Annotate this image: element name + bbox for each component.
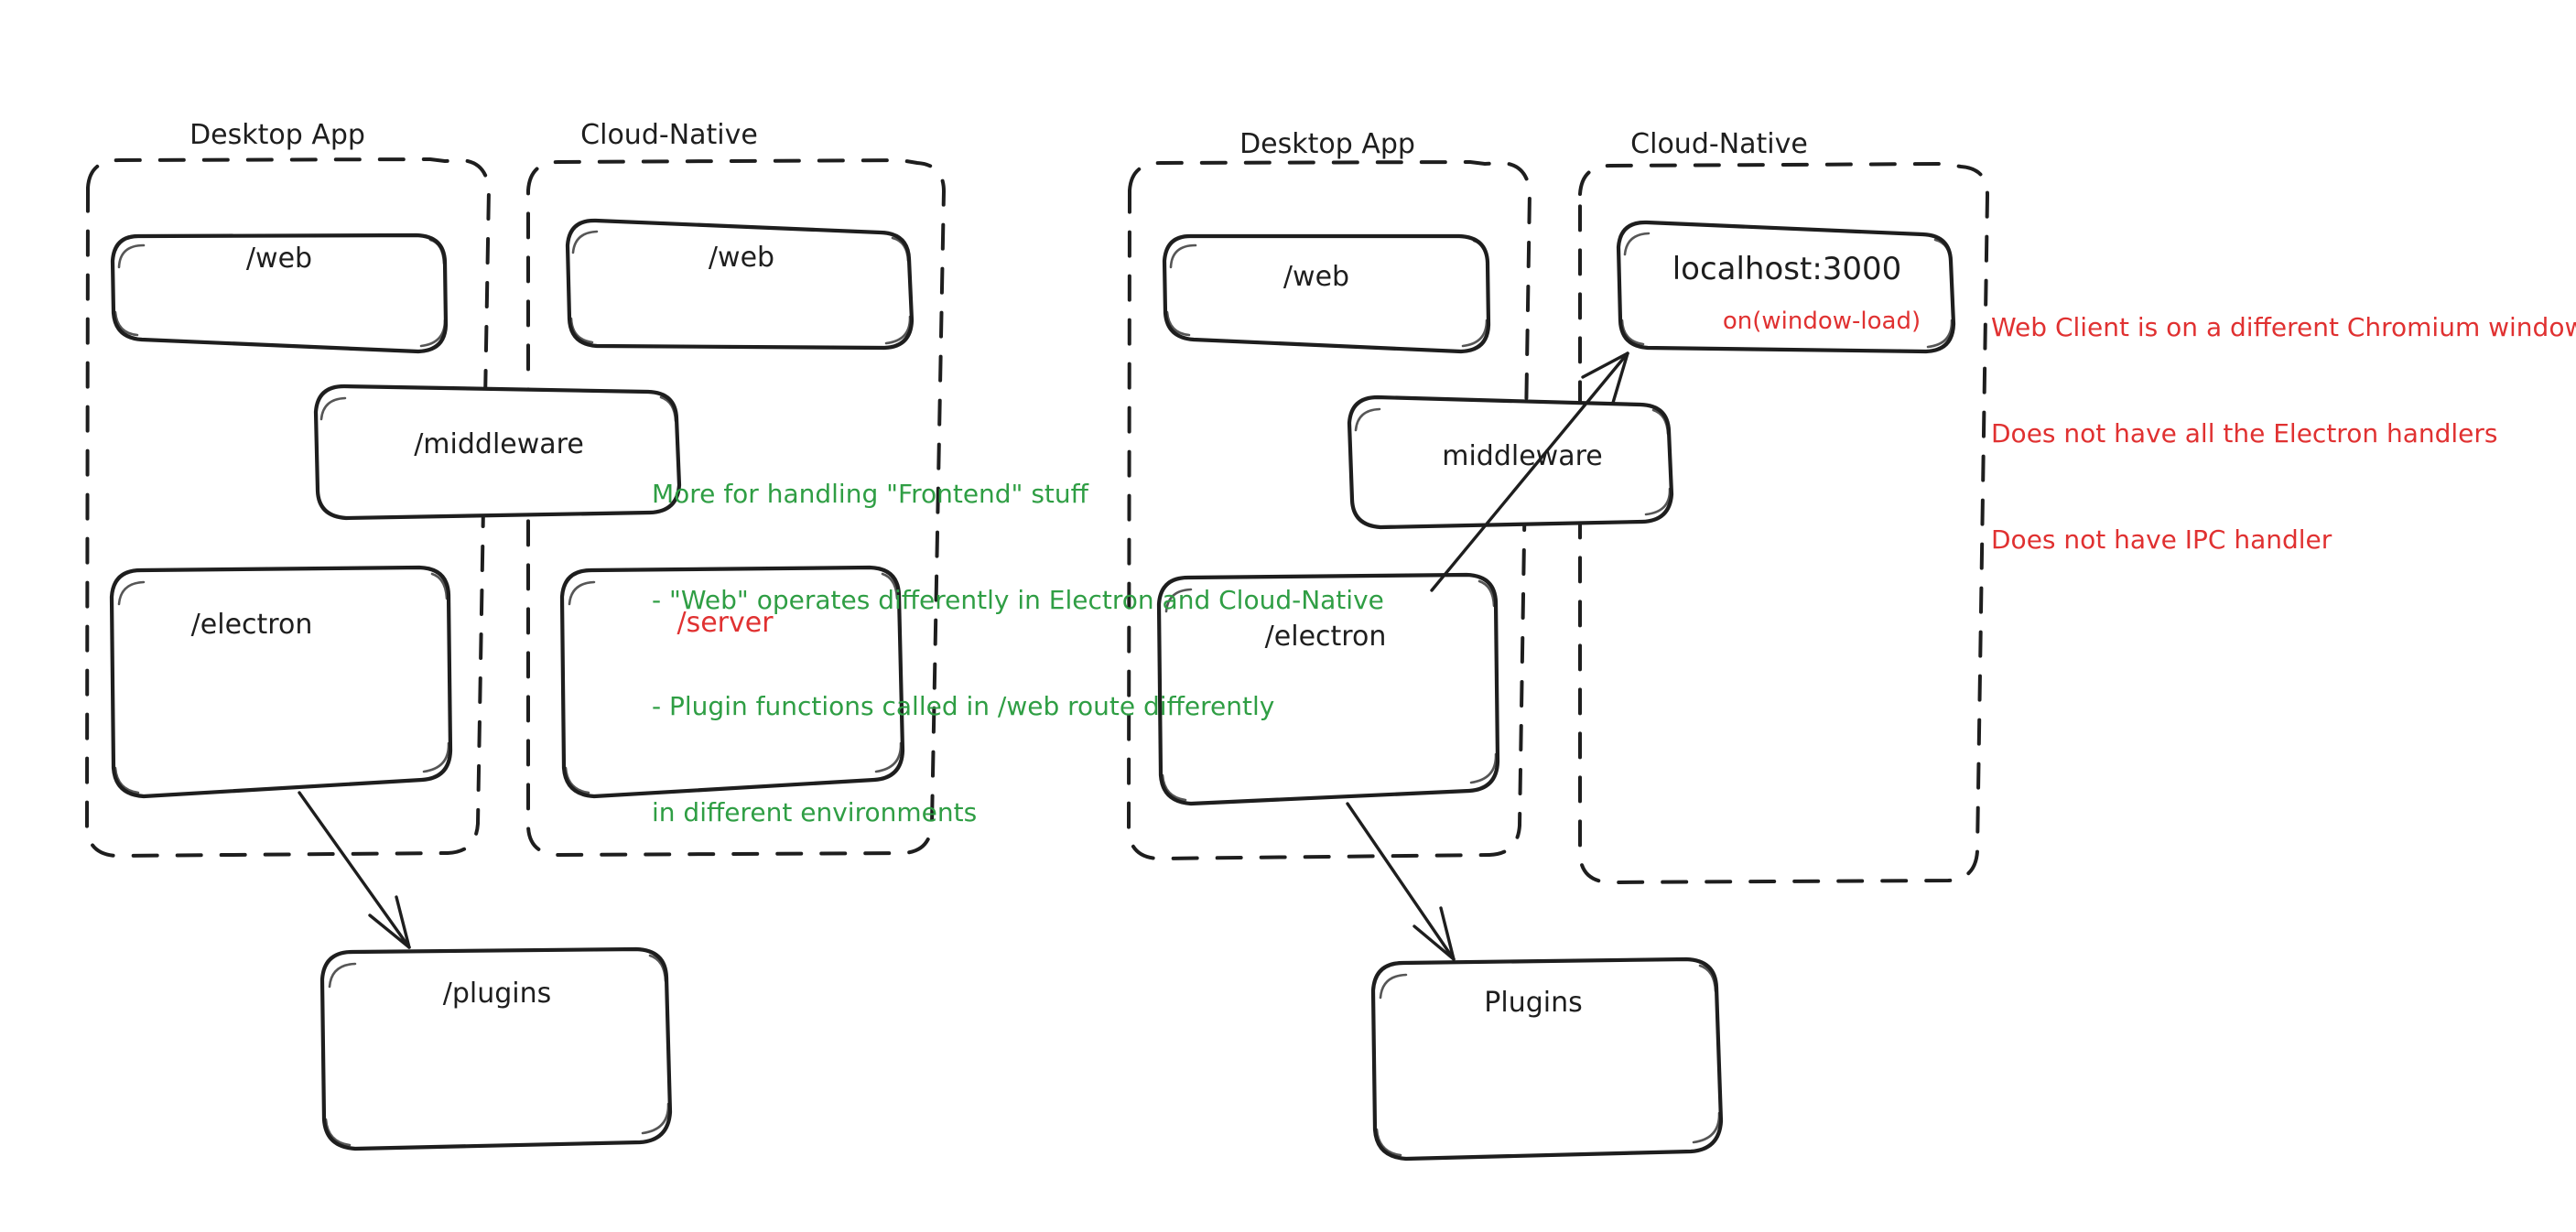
- left-group-cloud-native-boundary: [526, 157, 947, 858]
- left-node-electron-shape: [109, 565, 453, 799]
- left-node-server-shape: [559, 565, 905, 799]
- right-arrow-electron-to-plugins: [1346, 802, 1456, 961]
- right-node-electron-shape: [1156, 572, 1500, 806]
- left-node-web-cloud-shape: [565, 218, 915, 351]
- right-group-cloud-native-boundary: [1578, 161, 1990, 885]
- left-node-plugins-shape: [319, 946, 673, 1151]
- right-node-web-desktop-shape: [1162, 233, 1491, 354]
- right-node-plugins-shape: [1370, 956, 1724, 1162]
- right-arrow-electron-to-localhost: [1430, 351, 1629, 592]
- right-node-middleware-shape: [1347, 394, 1674, 530]
- left-node-web-desktop-shape: [110, 232, 449, 354]
- right-group-desktop-app-boundary: [1126, 159, 1532, 861]
- left-node-middleware-shape: [313, 384, 682, 521]
- left-group-desktop-app-boundary: [84, 157, 492, 859]
- left-arrow-electron-to-plugins: [298, 791, 411, 949]
- right-node-localhost-shape: [1616, 220, 1956, 354]
